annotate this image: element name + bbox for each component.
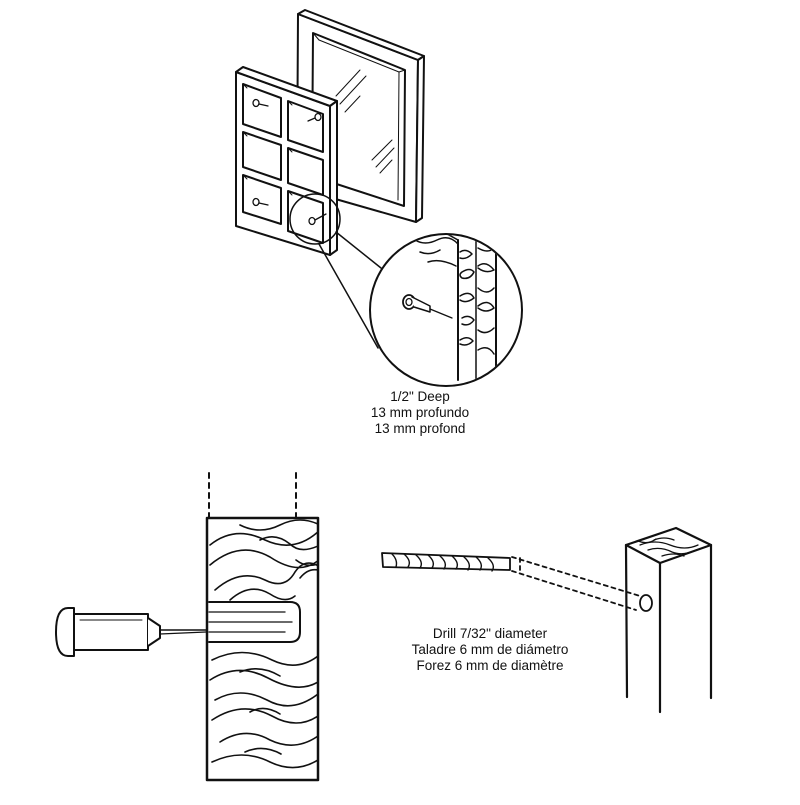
drill-path-guide	[512, 557, 640, 610]
depth-caption-spanish: 13 mm profundo	[370, 405, 470, 420]
callout-leader	[336, 232, 381, 268]
depth-caption: 1/2" Deep 13 mm profundo 13 mm profond	[340, 389, 500, 437]
depth-caption-french: 13 mm profond	[374, 421, 466, 436]
grille-frame	[236, 67, 337, 255]
drill-caption-spanish: Taladre 6 mm de diámetro	[411, 642, 569, 657]
magnified-detail	[370, 230, 522, 386]
drill-caption-french: Forez 6 mm de diamètre	[416, 658, 564, 673]
callout-circle-small	[290, 194, 340, 244]
retainer-pin	[253, 100, 326, 225]
drill-caption: Drill 7/32" diameter Taladre 6 mm de diá…	[390, 626, 590, 674]
window-assembly	[236, 10, 522, 386]
wood-cross-section	[56, 473, 320, 780]
bumper-pin	[56, 608, 206, 656]
drill-caption-english: Drill 7/32" diameter	[432, 626, 548, 641]
depth-caption-english: 1/2" Deep	[390, 389, 450, 404]
wood-post	[626, 528, 711, 712]
drill-bit	[382, 553, 510, 571]
